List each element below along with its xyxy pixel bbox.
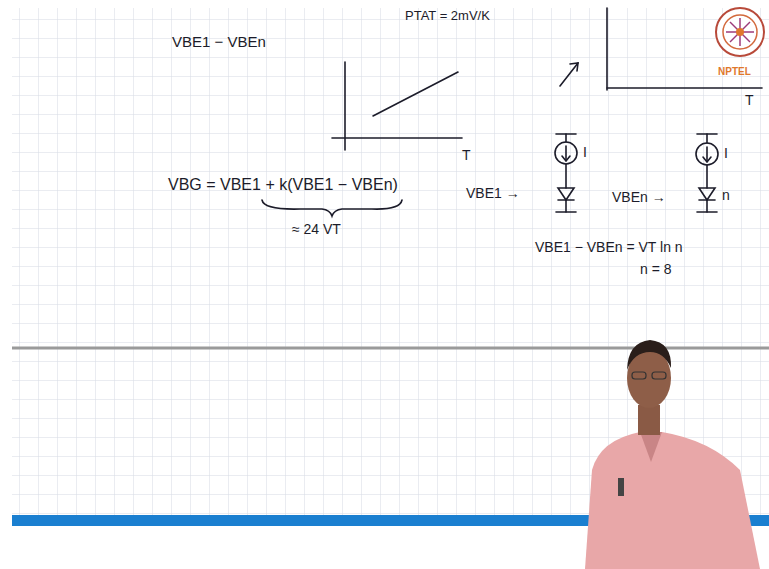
nptel-logo — [716, 8, 764, 56]
handwritten-note: I — [583, 145, 587, 160]
handwritten-note: T — [745, 93, 754, 108]
handwritten-note: VBE1 − VBEn — [172, 34, 266, 51]
handwritten-note: PTAT = 2mV/K — [405, 9, 490, 23]
handwritten-note: n = 8 — [640, 262, 672, 277]
handwritten-note: VBG = VBE1 + k(VBE1 − VBEn) — [168, 176, 398, 194]
lecturer — [585, 340, 760, 569]
handwritten-note: VBE1 − VBEn = VT ln n — [535, 240, 683, 255]
handwritten-note: VBE1 → — [466, 186, 520, 201]
handwritten-note: VBEn → — [612, 190, 666, 205]
handwritten-note: I — [724, 146, 728, 161]
grid-paper — [12, 8, 769, 515]
handwritten-note: ≈ 24 VT — [292, 222, 341, 237]
handwritten-note: T — [462, 148, 471, 163]
handwritten-note: n — [722, 188, 730, 203]
handwritten-note: NPTEL — [718, 66, 751, 77]
